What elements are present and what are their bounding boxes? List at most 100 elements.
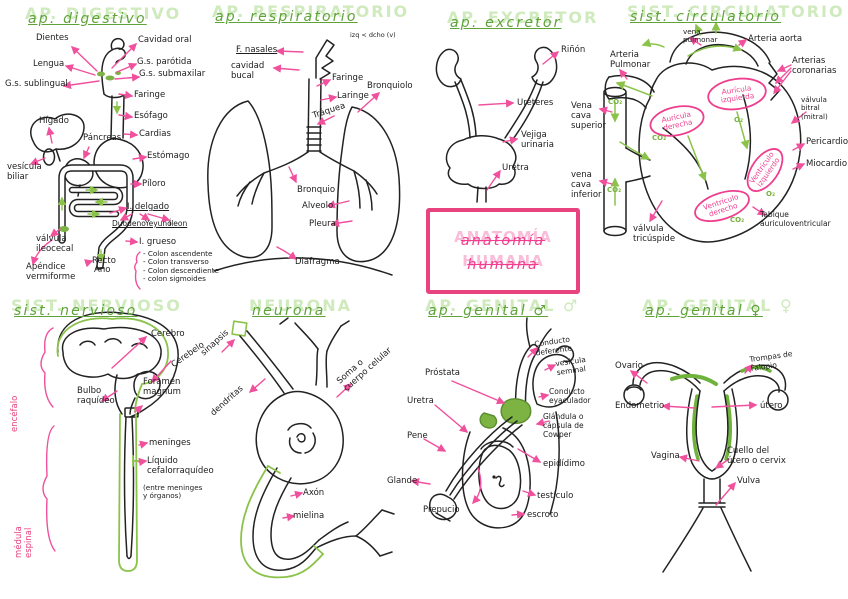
female-genital-drawing [623, 361, 789, 573]
label-o2-ventriculo: O₂ [766, 190, 776, 198]
digestive-drawing [29, 37, 171, 290]
label-apendice: Apéndice vermiforme [26, 262, 76, 283]
label-gs-submaxilar: G.s. submaxilar [139, 69, 206, 79]
title-respiratorio: ap. respiratorioap. respiratorio [212, 2, 410, 25]
label-vejiga: Vejiga urinaria [521, 130, 554, 151]
label-escroto: escroto [527, 510, 559, 520]
label-mielina: mielina [293, 511, 325, 521]
label-valvula-mitral: válvula bitral (mitral) [801, 95, 828, 121]
label-vesicula-biliar: vesícula biliar [7, 162, 42, 183]
label-co2-ventriculo: CO₂ [730, 216, 745, 224]
label-encefalo: encéfalo [10, 395, 20, 432]
main-title-line2: humana humana [462, 251, 544, 273]
label-pancreas: Páncreas [83, 133, 122, 143]
label-uretra: Uretra [502, 163, 529, 173]
title-genital-masculino: ap. genital ♂ap. genital ♂ [425, 296, 580, 319]
label-utero: útero [760, 401, 783, 411]
label-intestino-grueso: I. grueso [139, 237, 177, 247]
label-endometrio: Endometrio [615, 401, 665, 411]
title-neurona: neuronaneurona [249, 296, 353, 319]
label-uretra-masculina: Uretra [407, 396, 434, 406]
label-valvula-ileocecal: válvula ileocecal [36, 234, 74, 255]
title-nervioso: sist. nerviososist. nervioso [11, 296, 182, 319]
title-digestivo: ap. digestivoap. digestivo [25, 4, 182, 27]
label-epididimo: epidídimo [543, 459, 585, 469]
label-duodeno: Duodeno [112, 219, 146, 228]
label-gs-parotida: G.s. parótida [137, 57, 192, 67]
label-bronquiolo: Bronquiolo [367, 81, 413, 91]
label-ano: Ano [94, 265, 111, 275]
label-pericardio: Pericardio [806, 137, 848, 147]
label-meninges: meninges [149, 438, 191, 448]
label-arterias-coronarias: Arterias coronarias [792, 56, 837, 77]
label-cavidad-bucal: cavidad bucal [231, 61, 265, 82]
label-higado: Hígado [39, 116, 69, 126]
label-tabique: Tabique auriculoventricular [760, 210, 831, 228]
label-co2-auricula: CO₂ [652, 134, 667, 142]
label-medula-espinal: médula espinal [14, 526, 35, 558]
label-entre-meninges: (entre meninges y órganos) [143, 483, 203, 501]
label-cuello-cervix: Cuello del útero o cervix [727, 446, 786, 467]
title-excretor: ap. excretorap. excretor [447, 8, 599, 31]
label-colones: - Colon ascendente - Colon transverso - … [143, 249, 219, 284]
label-nota-izq-dcho: izq < dcho (v) [350, 31, 396, 39]
label-arteria-pulmonar: Arteria Pulmonar [610, 50, 651, 71]
label-vulva: Vulva [737, 476, 761, 486]
label-ileon: Íleon [169, 219, 188, 228]
label-liquido-cefalorraquideo: Líquido cefalorraquídeo [147, 456, 214, 477]
label-alveolo: Alveolo [302, 201, 334, 211]
label-conducto-eyaculador: Conducto eyaculador [549, 387, 591, 405]
label-dientes: Dientes [36, 33, 69, 43]
label-intestino-delgado: I. delgado [127, 202, 170, 212]
label-prostata: Próstata [425, 368, 460, 378]
label-pleura: Pleura [309, 219, 336, 229]
label-vagina: Vagina [651, 451, 680, 461]
label-cardias: Cardias [139, 129, 171, 139]
label-arteria-aorta: Arteria aorta [748, 34, 803, 44]
label-glandula-cowper: Glándula o cápsula de Cowper [543, 412, 584, 439]
label-estomago: Estómago [147, 151, 190, 161]
label-laringe: Laringe [337, 91, 369, 101]
label-glande: Glande [387, 476, 418, 486]
label-vena-pulmonar: vena pulmonar [683, 27, 718, 45]
label-prepucio: Prepucio [423, 505, 460, 515]
label-lengua: Lengua [33, 59, 65, 69]
excretory-drawing [435, 46, 560, 203]
label-ovario: Ovario [615, 361, 643, 371]
label-axon: Axón [303, 488, 325, 498]
title-circulatorio: sist. circulatoriosist. circulatorio [627, 2, 845, 25]
respiratory-drawing [207, 39, 401, 276]
label-fosas-nasales: F. nasales [236, 45, 278, 55]
label-vena-cava-superior: Vena cava superior [571, 101, 606, 132]
title-genital-femenino: ap. genital ♀ap. genital ♀ [642, 296, 794, 319]
label-foramen-magnum: Foramen magnum [143, 377, 181, 398]
label-cavidad-oral: Cavidad oral [138, 35, 192, 45]
label-bulbo-raquideo: Bulbo raquídeo [77, 386, 115, 407]
label-yeyuno: Yeyuno [145, 219, 172, 228]
label-rinon: Riñón [561, 45, 586, 55]
label-miocardio: Miocardio [806, 159, 848, 169]
label-vena-cava-inferior: vena cava inferior [571, 170, 602, 201]
label-co2-cava-inferior: CO₂ [607, 186, 622, 194]
label-diafragma: Diafragma [295, 257, 340, 267]
label-ureteres: Uréteres [517, 98, 554, 108]
label-pene: Pene [407, 431, 428, 441]
label-gs-sublingual: G.s. sublingual [5, 79, 68, 89]
label-bronquio: Bronquio [297, 185, 336, 195]
label-cerebro: Cerebro [151, 329, 185, 339]
label-co2-cava-superior: CO₂ [608, 98, 623, 106]
label-faringe: Faringe [134, 90, 166, 100]
label-faringe-resp: Faringe [332, 73, 364, 83]
main-title-box: anatomía anatomía humana humana [426, 208, 580, 294]
label-esofago: Esófago [134, 111, 168, 121]
label-piloro: Píloro [142, 179, 166, 189]
neuron-drawing [221, 317, 395, 579]
male-genital-drawing [410, 317, 576, 529]
circulatory-drawing [598, 21, 807, 243]
label-recto: Recto [92, 256, 116, 266]
nervous-drawing [40, 311, 179, 572]
label-o2-auricula: O₂ [734, 116, 744, 124]
main-title-line1: anatomía anatomía [454, 227, 552, 249]
